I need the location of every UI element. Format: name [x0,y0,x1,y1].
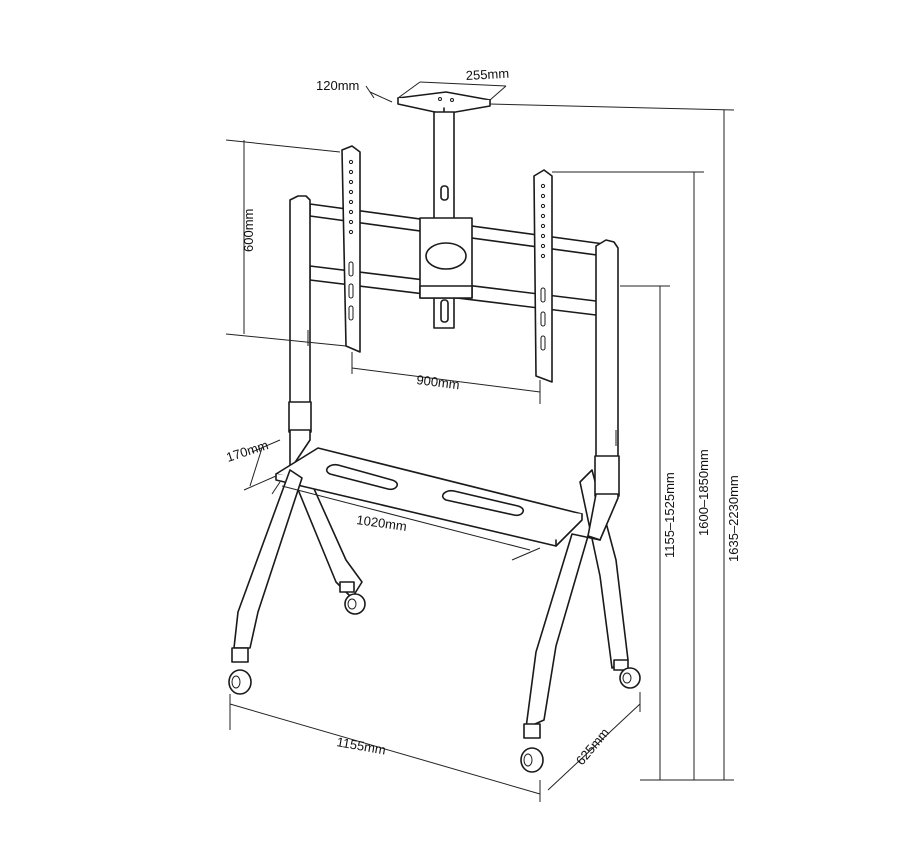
label-overall-height-range: 1635–2230mm [726,475,741,562]
right-column [587,239,620,541]
tv-stand-drawing [228,91,641,773]
label-base-width: 1155mm [335,734,386,757]
dimension-lines [225,81,735,802]
label-vesa-width: 900mm [416,372,461,392]
vesa-plate-right [533,169,553,383]
label-vesa-height: 600mm [241,209,256,252]
label-shelf-width: 1020mm [356,512,408,534]
label-shelf-depth: 170mm [224,437,270,465]
vesa-holes-left [348,159,354,321]
vesa-plate-left [341,145,361,353]
caster-rear-right [613,659,641,689]
shelf [275,447,583,547]
label-column-height-range: 1600–1850mm [696,449,711,536]
caster-front-right [520,723,544,773]
label-camera-bracket-width: 255mm [465,66,509,83]
caster-front-left [228,647,252,695]
label-base-depth: 625mm [573,725,612,768]
label-mount-height-range: 1155–1525mm [662,472,677,558]
left-column [288,195,312,471]
caster-rear-left [339,581,366,615]
label-camera-bracket-depth: 120mm [316,78,359,93]
vesa-holes-right [540,183,546,351]
